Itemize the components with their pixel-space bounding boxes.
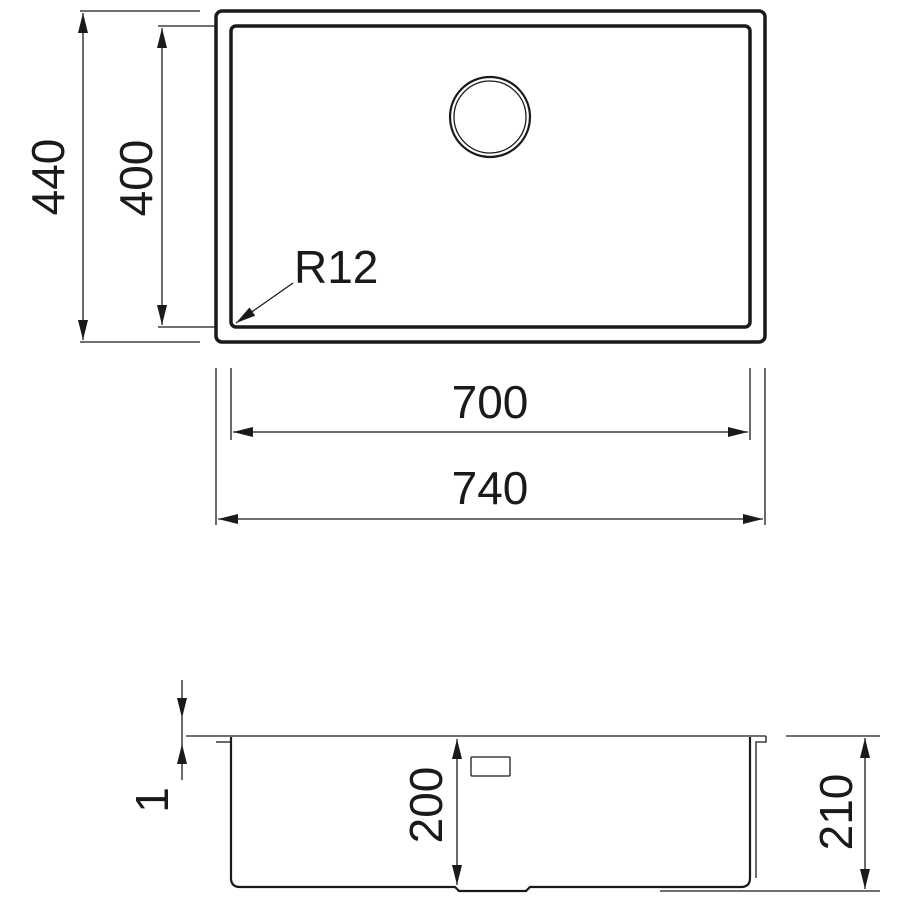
bowl-profile [229,737,752,893]
label-flange-thickness: 1 [126,787,178,813]
dimension-inner-width: 700 [230,368,751,440]
label-outer-width: 740 [452,462,529,514]
drain-icon [448,75,532,159]
top-view: 440 400 R12 700 740 [22,9,767,525]
label-outer-height: 440 [22,139,74,216]
label-total-height: 210 [810,774,862,851]
bowl-profile-outer [755,736,767,878]
dimension-flange-thickness: 1 [126,680,187,813]
dimension-inner-height: 400 [110,25,216,328]
label-inner-width: 700 [452,376,529,428]
dimension-outer-width: 740 [215,368,766,525]
sink-outer-rim [214,9,767,344]
side-view: 1 200 210 [126,680,880,893]
overflow-slot [470,756,511,777]
corner-radius-callout: R12 [235,241,378,324]
sink-inner-bowl [229,24,752,329]
dimension-bowl-depth: 200 [400,739,462,885]
label-bowl-depth: 200 [400,767,452,844]
label-corner-radius: R12 [294,241,378,293]
dimension-outer-height: 440 [22,10,200,343]
label-inner-height: 400 [110,140,162,217]
dimension-total-height: 210 [660,735,880,892]
